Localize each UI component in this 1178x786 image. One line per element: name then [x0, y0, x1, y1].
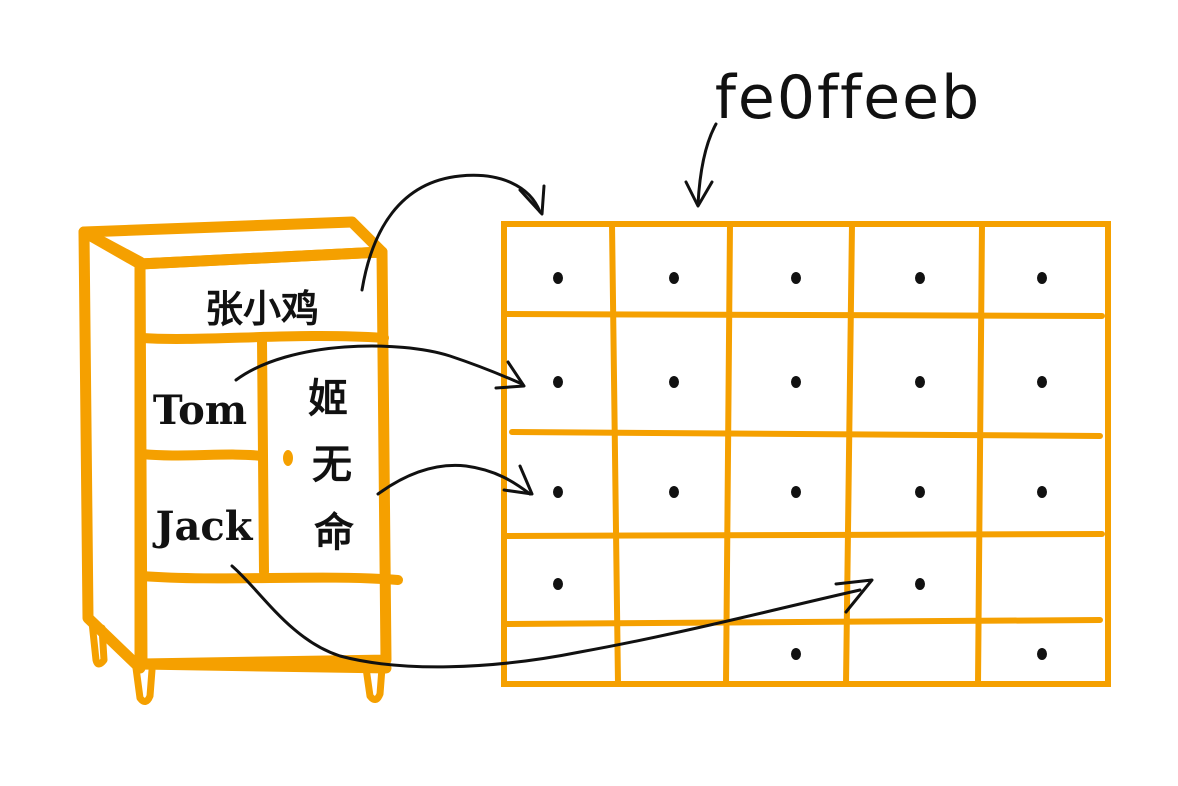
- grid-dot-r1-c2: [791, 376, 801, 388]
- arrowhead-jack: [834, 578, 874, 614]
- door-label-char-3: 命: [314, 510, 354, 556]
- grid-row-line-4: [501, 617, 1103, 627]
- grid-dot-r1-c4: [1037, 376, 1047, 388]
- top-drawer-label: 张小鸡: [205, 287, 319, 331]
- grid-border: [501, 221, 1111, 687]
- grid-col-line-2: [723, 221, 733, 687]
- grid-dot-r0-c2: [791, 272, 801, 284]
- arrow-door: [376, 463, 532, 496]
- address-label: fe0ffeeb: [715, 63, 981, 133]
- cabinet-leg-left: [132, 664, 156, 705]
- grid-dots: [553, 272, 1047, 660]
- arrow-jack: [230, 564, 862, 669]
- cabinet-leg-back: [88, 618, 108, 668]
- grid-dot-r2-c1: [669, 486, 679, 498]
- grid-dot-r2-c3: [915, 486, 925, 498]
- arrow-top-drawer: [360, 173, 542, 292]
- arrowhead-top-drawer: [518, 184, 546, 216]
- cabinet-front-frame: [134, 246, 392, 670]
- grid-dot-r4-c2: [791, 648, 801, 660]
- grid-col-line-1: [609, 221, 621, 687]
- address-arrowhead: [684, 180, 714, 208]
- grid-dot-r0-c3: [915, 272, 925, 284]
- grid-dot-r2-c4: [1037, 486, 1047, 498]
- cabinet-side-panel: [78, 226, 146, 674]
- grid-row-line-1: [501, 311, 1105, 319]
- grid-dot-r1-c0: [553, 376, 563, 388]
- grid-dot-r3-c3: [915, 578, 925, 590]
- grid-dot-r0-c4: [1037, 272, 1047, 284]
- grid-col-line-4: [975, 221, 985, 687]
- memory-grid: [501, 221, 1111, 687]
- cabinet-shelf-bottom: [137, 571, 403, 585]
- cabinet-shelf-left: [137, 449, 267, 461]
- jack-drawer-label: Jack: [153, 503, 254, 550]
- cabinet: [78, 216, 403, 705]
- arrowhead-tom: [494, 360, 526, 390]
- grid-dot-r4-c4: [1037, 648, 1047, 660]
- cabinet-plinth: [134, 658, 392, 674]
- address-arrow: [696, 122, 718, 206]
- grid-row-line-2: [509, 429, 1103, 439]
- arrowhead-door: [502, 464, 534, 496]
- arrow-tom: [234, 344, 524, 386]
- grid-row-line-3: [501, 531, 1105, 539]
- grid-col-line-3: [843, 221, 855, 687]
- cabinet-leg-right: [362, 664, 386, 703]
- grid-dot-r0-c0: [553, 272, 563, 284]
- grid-dot-r1-c3: [915, 376, 925, 388]
- door-label-char-2: 无: [312, 442, 352, 488]
- grid-dot-r2-c0: [553, 486, 563, 498]
- tom-drawer-label: Tom: [153, 387, 247, 434]
- door-label-char-1: 姬: [308, 376, 348, 422]
- grid-dot-r2-c2: [791, 486, 801, 498]
- grid-dot-r1-c1: [669, 376, 679, 388]
- grid-dot-r0-c1: [669, 272, 679, 284]
- door-knob: [283, 450, 293, 466]
- cabinet-shelf-top: [137, 331, 389, 344]
- grid-dot-r3-c0: [553, 578, 563, 590]
